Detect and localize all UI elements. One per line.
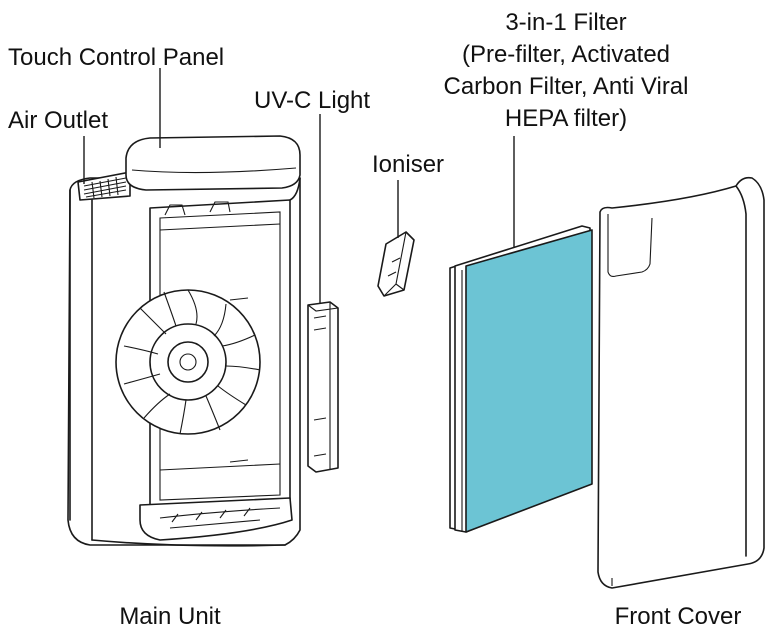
fan <box>115 289 261 435</box>
label-touch-control-panel: Touch Control Panel <box>8 44 224 71</box>
label-front-cover: Front Cover <box>615 603 742 630</box>
label-filter-line3: Carbon Filter, Anti Viral <box>443 73 688 100</box>
label-main-unit: Main Unit <box>119 603 221 630</box>
uvc-light <box>307 301 339 473</box>
front-cover <box>597 176 765 589</box>
label-air-outlet: Air Outlet <box>8 107 108 134</box>
label-filter-line2: (Pre-filter, Activated <box>462 41 670 68</box>
filter-assembly <box>449 225 593 533</box>
main-unit <box>67 135 301 547</box>
touch-control-panel <box>125 135 301 191</box>
label-uvc-light: UV-C Light <box>254 87 370 114</box>
label-filter-line4: HEPA filter) <box>505 105 627 132</box>
air-outlet-grille <box>77 171 131 201</box>
label-filter-line1: 3-in-1 Filter <box>505 9 626 36</box>
ioniser <box>377 231 415 297</box>
label-ioniser: Ioniser <box>372 151 444 178</box>
filter-blue-face <box>465 229 593 533</box>
